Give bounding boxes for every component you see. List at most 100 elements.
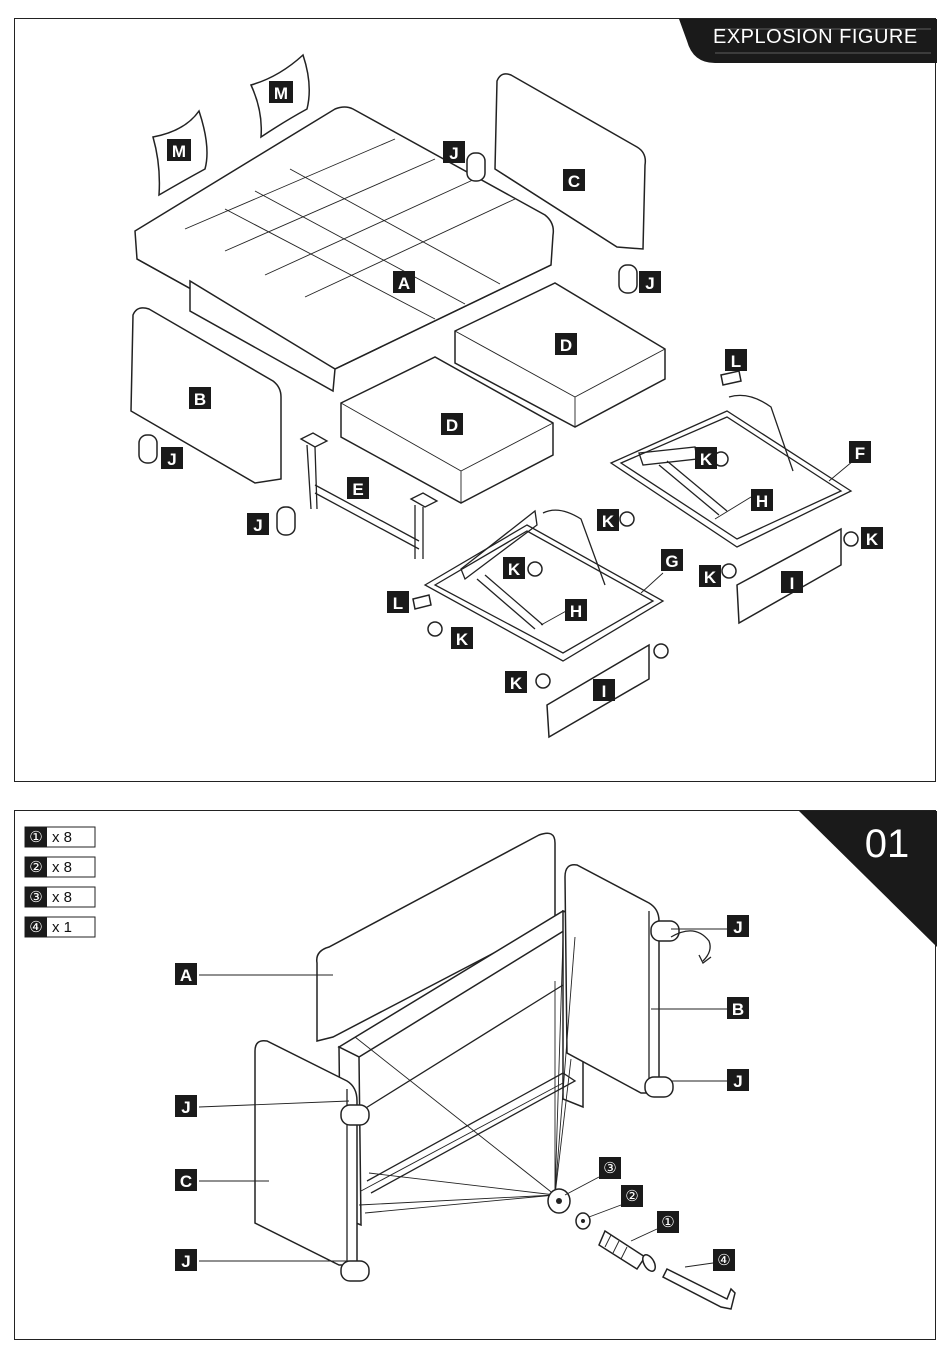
explosion-label-J-4: J bbox=[247, 513, 269, 535]
svg-text:J: J bbox=[253, 516, 262, 535]
svg-text:x 8: x 8 bbox=[52, 889, 72, 906]
svg-text:②: ② bbox=[29, 858, 42, 876]
explosion-label-M-1: M bbox=[167, 139, 191, 161]
svg-text:J: J bbox=[645, 274, 654, 293]
svg-text:M: M bbox=[172, 142, 186, 161]
svg-text:J: J bbox=[181, 1098, 190, 1117]
explosion-label-J-1: J bbox=[443, 141, 465, 163]
step-label-C: C bbox=[175, 1169, 197, 1191]
step-label-A: A bbox=[175, 963, 197, 985]
svg-text:H: H bbox=[756, 492, 768, 511]
step-label-2: ② bbox=[621, 1185, 643, 1207]
bolt-1-icon bbox=[599, 1231, 658, 1273]
svg-text:E: E bbox=[352, 480, 363, 499]
step-drawing: 01 ① x 8 ② x 8 ③ x 8 ④ x 1 bbox=[15, 811, 937, 1341]
explosion-label-H-1: H bbox=[751, 489, 773, 511]
explosion-label-D-2: D bbox=[441, 413, 463, 435]
step-number: 01 bbox=[865, 822, 910, 866]
explosion-label-K-6: K bbox=[451, 627, 473, 649]
svg-text:L: L bbox=[393, 594, 403, 613]
svg-text:C: C bbox=[568, 172, 580, 191]
hardware-item-1: ① x 8 bbox=[25, 827, 95, 847]
svg-text:J: J bbox=[733, 1072, 742, 1091]
explosion-label-J-3: J bbox=[161, 447, 183, 469]
svg-text:J: J bbox=[449, 144, 458, 163]
explosion-label-K-5: K bbox=[699, 565, 721, 587]
svg-text:x 1: x 1 bbox=[52, 919, 72, 936]
explosion-label-I-1: I bbox=[781, 571, 803, 593]
svg-text:D: D bbox=[560, 336, 572, 355]
step-label-3: ③ bbox=[599, 1157, 621, 1179]
svg-text:C: C bbox=[180, 1172, 192, 1191]
svg-text:③: ③ bbox=[603, 1159, 616, 1177]
svg-text:①: ① bbox=[29, 828, 42, 846]
explosion-label-I-2: I bbox=[593, 679, 615, 701]
svg-text:③: ③ bbox=[29, 888, 42, 906]
svg-text:K: K bbox=[866, 530, 879, 549]
svg-text:K: K bbox=[704, 568, 717, 587]
svg-text:④: ④ bbox=[29, 918, 42, 936]
svg-text:①: ① bbox=[661, 1213, 674, 1231]
svg-text:L: L bbox=[731, 352, 741, 371]
svg-text:M: M bbox=[274, 84, 288, 103]
step-01-panel: 01 ① x 8 ② x 8 ③ x 8 ④ x 1 bbox=[14, 810, 936, 1340]
step-label-1: ① bbox=[657, 1211, 679, 1233]
step-label-J-4: J bbox=[175, 1249, 197, 1271]
header-title: EXPLOSION FIGURE bbox=[713, 26, 918, 48]
svg-text:A: A bbox=[180, 966, 192, 985]
clip-L-bottom-icon bbox=[413, 595, 431, 609]
bed-frame-F bbox=[611, 395, 851, 547]
explosion-label-H-2: H bbox=[565, 599, 587, 621]
explosion-label-D-1: D bbox=[555, 333, 577, 355]
svg-text:K: K bbox=[510, 674, 523, 693]
svg-text:D: D bbox=[446, 416, 458, 435]
explosion-label-A: A bbox=[393, 271, 415, 293]
step-label-J-1: J bbox=[727, 915, 749, 937]
washer-2-icon bbox=[576, 1213, 590, 1229]
allen-key-4-icon bbox=[663, 1269, 735, 1309]
svg-text:J: J bbox=[167, 450, 176, 469]
svg-text:K: K bbox=[508, 560, 521, 579]
svg-text:J: J bbox=[181, 1252, 190, 1271]
svg-text:④: ④ bbox=[717, 1251, 730, 1269]
side-B-step bbox=[565, 865, 659, 1093]
svg-text:I: I bbox=[790, 574, 795, 593]
explosion-label-K-2: K bbox=[597, 509, 619, 531]
svg-text:B: B bbox=[194, 390, 206, 409]
explosion-label-K-7: K bbox=[505, 671, 527, 693]
hardware-item-4: ④ x 1 bbox=[25, 917, 95, 937]
explosion-label-E: E bbox=[347, 477, 369, 499]
svg-text:B: B bbox=[732, 1000, 744, 1019]
explosion-label-K-4: K bbox=[503, 557, 525, 579]
step-label-J-3: J bbox=[175, 1095, 197, 1117]
step-label-J-2: J bbox=[727, 1069, 749, 1091]
explosion-figure-panel: EXPLOSION FIGURE bbox=[14, 18, 936, 782]
hardware-item-2: ② x 8 bbox=[25, 857, 95, 877]
explosion-label-K-3: K bbox=[861, 527, 883, 549]
svg-text:F: F bbox=[855, 444, 865, 463]
explosion-label-M-2: M bbox=[269, 81, 293, 103]
explosion-label-B: B bbox=[189, 387, 211, 409]
washer-3-icon bbox=[548, 1189, 570, 1213]
svg-text:②: ② bbox=[625, 1187, 638, 1205]
svg-text:K: K bbox=[456, 630, 469, 649]
explosion-label-L-1: L bbox=[725, 349, 747, 371]
step-label-B: B bbox=[727, 997, 749, 1019]
svg-text:I: I bbox=[602, 682, 607, 701]
svg-text:J: J bbox=[733, 918, 742, 937]
svg-text:K: K bbox=[602, 512, 615, 531]
svg-text:K: K bbox=[700, 450, 713, 469]
explosion-label-J-2: J bbox=[639, 271, 661, 293]
clip-L-top-icon bbox=[721, 371, 741, 385]
svg-text:H: H bbox=[570, 602, 582, 621]
svg-text:A: A bbox=[398, 274, 410, 293]
explosion-label-G: G bbox=[661, 549, 683, 571]
explosion-label-C: C bbox=[563, 169, 585, 191]
step-label-4: ④ bbox=[713, 1249, 735, 1271]
svg-text:x 8: x 8 bbox=[52, 829, 72, 846]
explosion-drawing: EXPLOSION FIGURE bbox=[15, 19, 937, 783]
hardware-item-3: ③ x 8 bbox=[25, 887, 95, 907]
explosion-label-F: F bbox=[849, 441, 871, 463]
explosion-label-L-2: L bbox=[387, 591, 409, 613]
svg-text:x 8: x 8 bbox=[52, 859, 72, 876]
